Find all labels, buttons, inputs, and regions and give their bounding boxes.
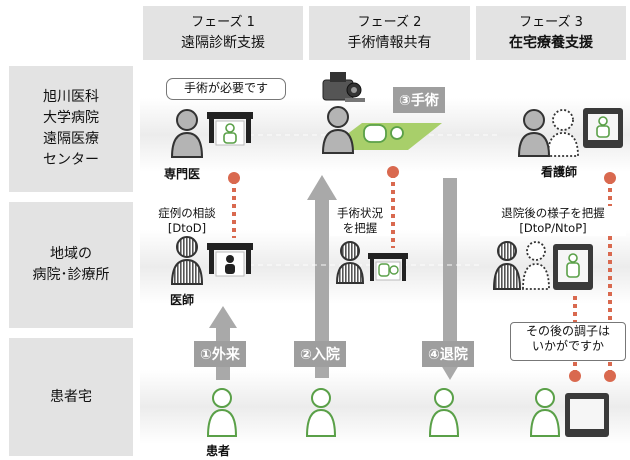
bubble-surgery-needed: 手術が必要です (166, 78, 286, 100)
role-nurse: 看護師 (541, 165, 578, 179)
tablet-monitor-icon-center (583, 108, 623, 148)
video-terminal-icon-center (207, 112, 253, 146)
video-terminal-icon-phase2 (368, 253, 408, 281)
nurse-icon (547, 109, 579, 157)
phase-1-title: 遠隔診断支援 (181, 35, 265, 51)
row-label-center: 旭川医科 大学病院 遠隔医療 センター (9, 66, 133, 192)
specialist-icon (170, 109, 204, 158)
link-dot (604, 370, 616, 382)
physician-icon (170, 236, 204, 285)
phase-3-title: 在宅療養支援 (509, 35, 593, 51)
patient-icon-4 (529, 388, 561, 437)
phase-header-1: フェーズ 1 遠隔診断支援 (143, 6, 303, 60)
video-terminal-icon-regional (207, 243, 253, 277)
phase-header-2: フェーズ 2 手術情報共有 (309, 6, 470, 60)
role-patient: 患者 (206, 444, 231, 458)
note-after-discharge: 退院後の様子を把握 [DtoP/NtoP] (480, 206, 626, 236)
phase-1-label: フェーズ 1 (191, 15, 255, 30)
video-camera-icon (322, 72, 365, 102)
row-label-regional: 地域の 病院･診療所 (9, 202, 133, 328)
step-discharge: ④退院 (422, 341, 474, 367)
phase-header-3: フェーズ 3 在宅療養支援 (476, 6, 626, 60)
patient-icon-2 (305, 388, 337, 437)
note-surgery-status: 手術状況 を把握 (330, 206, 390, 236)
doctor-icon-phase3 (517, 109, 551, 157)
row-label-home: 患者宅 (9, 338, 133, 456)
role-physician: 医師 (170, 293, 195, 307)
link-dot (387, 166, 399, 178)
patient-icon-3 (428, 388, 460, 437)
role-specialist: 専門医 (164, 167, 201, 181)
surgeon-icon (321, 106, 355, 154)
arrow-admission (307, 175, 337, 378)
regional-doctor-icon-phase3 (492, 241, 522, 290)
link-dot (569, 370, 581, 382)
phase-2-title: 手術情報共有 (347, 35, 432, 51)
link-dot (228, 172, 240, 184)
regional-staff-icon-phase2 (335, 241, 365, 284)
phase-2-label: フェーズ 2 (357, 15, 422, 30)
note-consult: 症例の相談 [DtoD] (158, 206, 216, 235)
tablet-monitor-icon-regional (553, 244, 593, 290)
link-dot (604, 172, 616, 184)
bubble-how-are-you: その後の調子は いかがですか (510, 322, 626, 361)
regional-nurse-icon-phase3 (522, 241, 550, 290)
patient-icon-1 (206, 388, 238, 437)
surgery-patient-icon (363, 124, 404, 143)
step-surgery: ③手術 (393, 87, 445, 113)
phase-3-label: フェーズ 3 (519, 15, 583, 30)
tablet-monitor-icon-home (565, 393, 609, 437)
step-admission: ②入院 (294, 341, 346, 367)
step-outpatient: ①外来 (194, 341, 246, 367)
